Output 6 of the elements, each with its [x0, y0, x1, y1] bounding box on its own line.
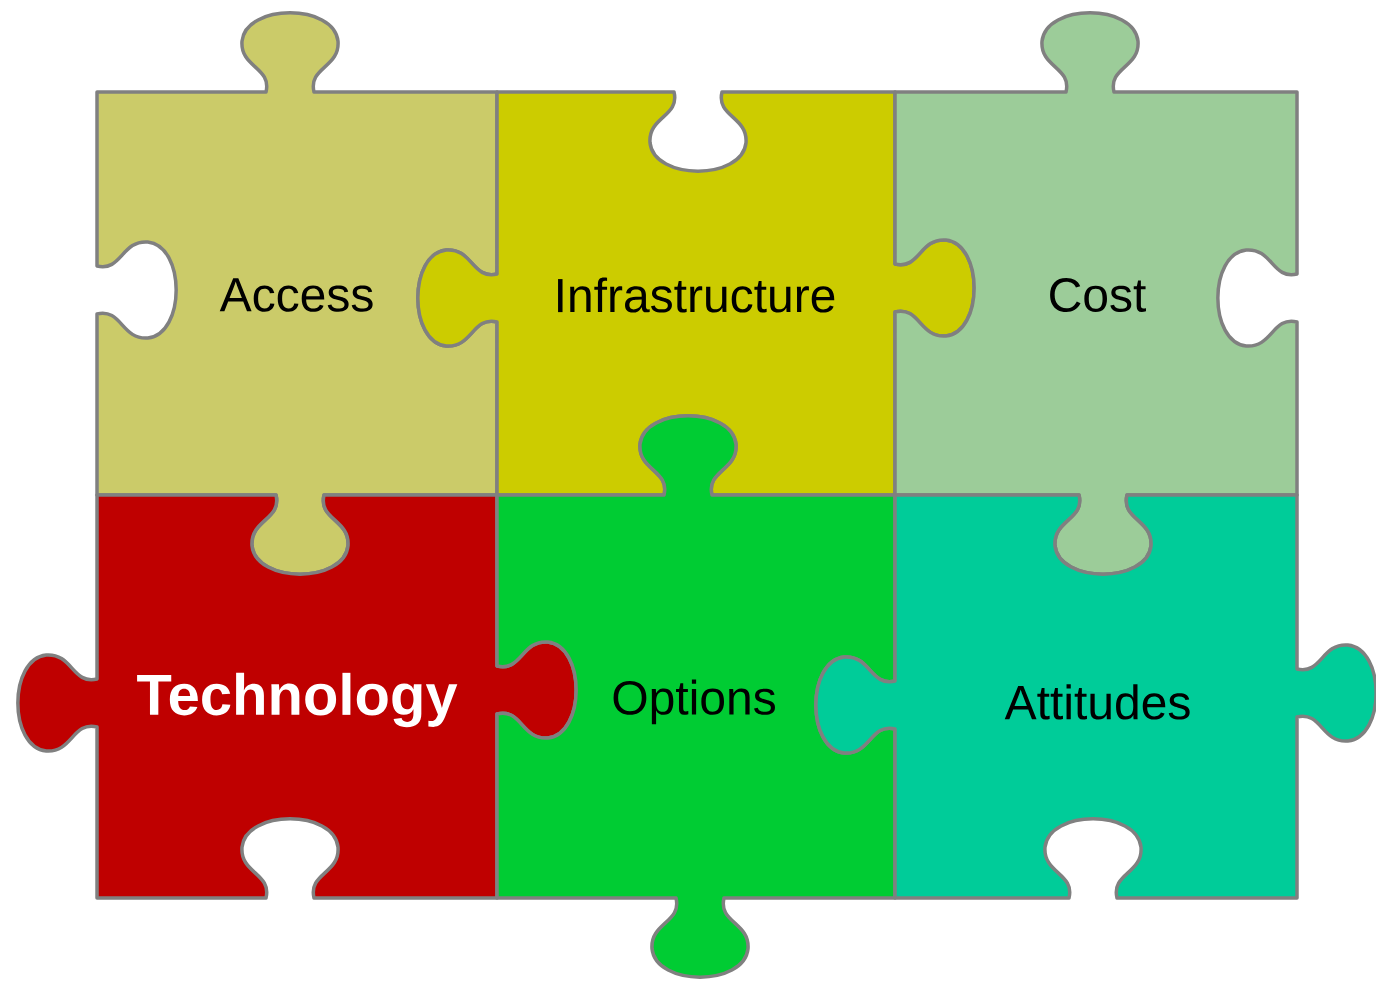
puzzle-piece: Attitudes — [814, 493, 1376, 900]
puzzle-piece: Options — [495, 414, 897, 979]
puzzle-piece: Cost — [893, 11, 1299, 576]
puzzle-piece: Infrastructure — [416, 90, 976, 497]
puzzle-piece: Access — [95, 11, 499, 576]
puzzle-piece: Technology — [16, 493, 578, 900]
